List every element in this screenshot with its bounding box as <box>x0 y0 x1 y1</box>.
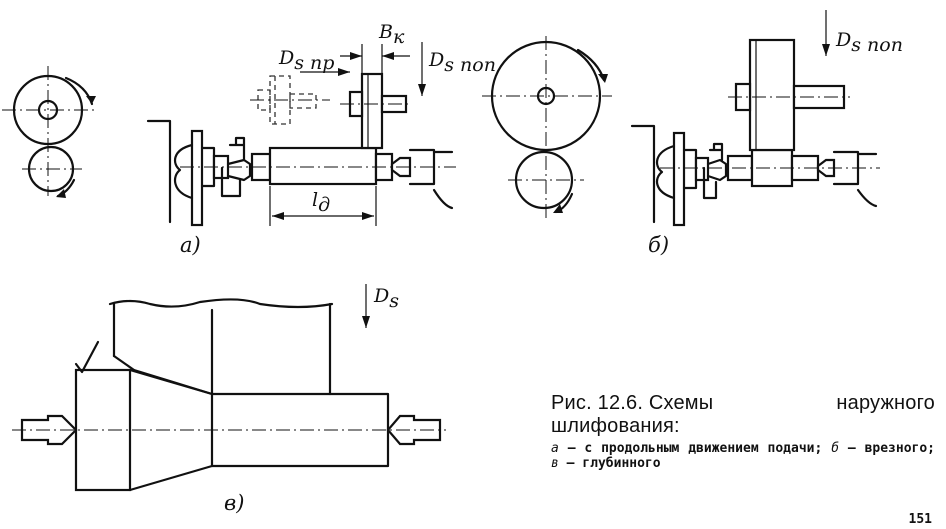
label-ds-pr: Ds пр <box>278 47 334 74</box>
caption-key-v: в <box>551 456 559 471</box>
caption-text-a: — с продольным движением подачи; <box>558 441 823 456</box>
scheme-b-side-view <box>482 36 612 218</box>
caption-text-b: — врезного; <box>839 441 936 456</box>
figure-caption: Рис. 12.6. Схемы наружного шлифования: а … <box>551 392 935 471</box>
scheme-v: Ds в) <box>12 284 446 515</box>
scheme-a-side-view <box>2 66 96 198</box>
subcaption-a: а) <box>180 233 201 257</box>
grinding-wheel-ghost <box>250 75 330 125</box>
grinding-wheel-b <box>728 38 850 152</box>
grinding-wheel-a <box>340 72 412 150</box>
label-ds-pop-b: Ds поп <box>835 29 903 56</box>
caption-text-v: — глубинного <box>558 456 661 471</box>
page-number: 151 <box>908 512 932 527</box>
caption-body: а — с продольным движением подачи; б — в… <box>551 441 935 471</box>
caption-title: Рис. 12.6. Схемы наружного шлифования: <box>551 392 935 438</box>
label-l-d: lд <box>312 189 330 216</box>
subcaption-v: в) <box>224 491 244 515</box>
label-ds-pop-a: Ds поп <box>428 49 496 76</box>
subcaption-b: б) <box>648 233 669 257</box>
label-bk: Bк <box>378 21 405 48</box>
caption-title-part1: Рис. 12.6. Схемы <box>551 392 714 414</box>
scheme-a: Ds пр Bк Ds поп lд а) <box>2 21 496 257</box>
caption-title-line2: шлифования: <box>551 415 680 437</box>
caption-title-part2: наружного <box>836 392 935 414</box>
caption-key-b: б <box>831 441 840 456</box>
caption-key-a: а <box>551 441 559 456</box>
label-ds-v: Ds <box>373 285 399 312</box>
scheme-b: Ds поп б) <box>482 10 903 257</box>
